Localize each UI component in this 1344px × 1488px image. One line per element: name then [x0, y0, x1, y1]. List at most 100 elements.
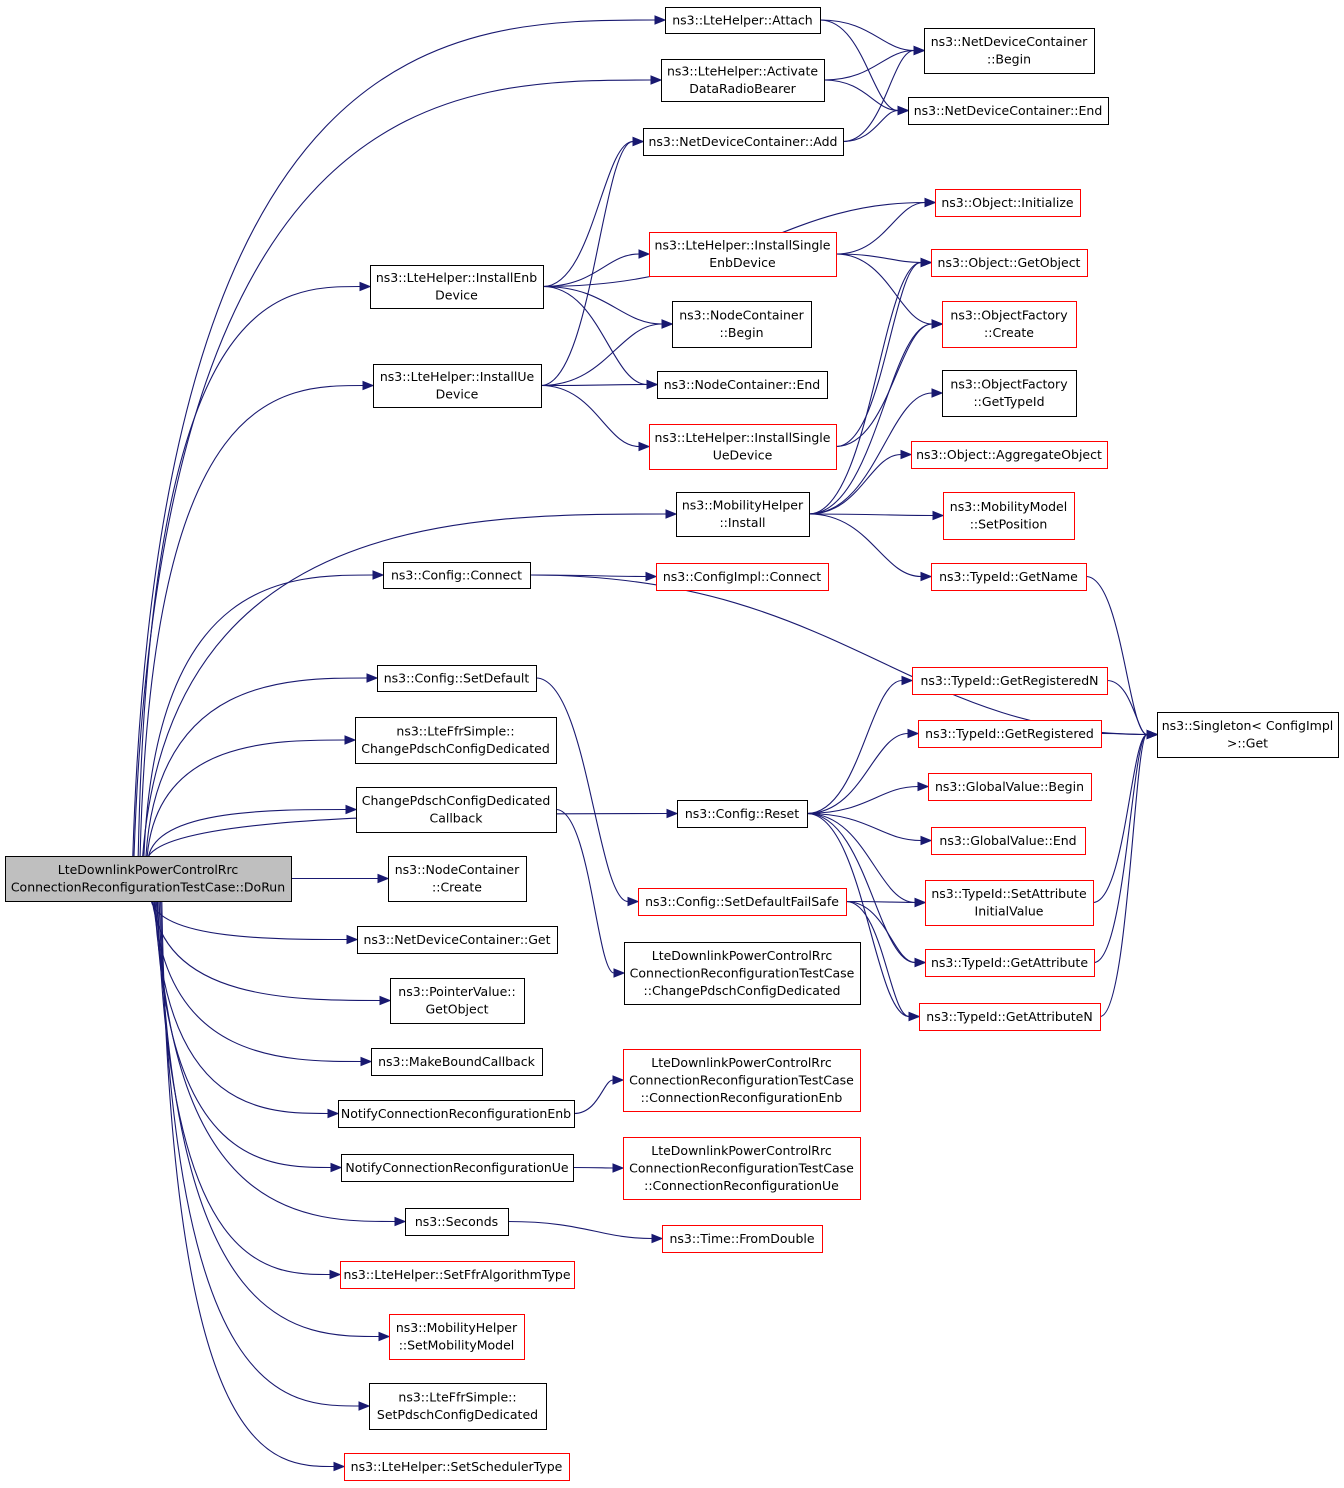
node-gv-begin[interactable]: ns3::GlobalValue::Begin	[928, 773, 1092, 801]
node-box	[931, 563, 1087, 591]
node-ndc-begin[interactable]: ns3::NetDeviceContainer::Begin	[924, 28, 1095, 74]
node-tid-getattr[interactable]: ns3::TypeId::GetAttribute	[925, 949, 1095, 977]
node-label: ConnectionReconfigurationTestCase::DoRun	[11, 880, 285, 895]
node-attach[interactable]: ns3::LteHelper::Attach	[665, 7, 821, 34]
node-obj-aggregate[interactable]: ns3::Object::AggregateObject	[911, 441, 1108, 469]
edge-arrowhead	[329, 1269, 342, 1280]
node-label: ns3::NetDeviceContainer::End	[914, 103, 1103, 118]
node-seconds[interactable]: ns3::Seconds	[405, 1208, 509, 1236]
node-cfgimpl-connect[interactable]: ns3::ConfigImpl::Connect	[656, 563, 829, 591]
node-mob-install[interactable]: ns3::MobilityHelper::Install	[676, 492, 810, 537]
node-ffr-change[interactable]: ns3::LteFfrSimple::ChangePdschConfigDedi…	[355, 717, 557, 764]
node-set-mob-model[interactable]: ns3::MobilityHelper::SetMobilityModel	[389, 1314, 525, 1360]
edge-root-to-ffr-setpdsch	[160, 900, 360, 1407]
node-label: ns3::TypeId::SetAttribute	[931, 886, 1087, 901]
node-root[interactable]: LteDownlinkPowerControlRrcConnectionReco…	[5, 856, 292, 902]
node-box	[912, 667, 1108, 695]
edge-arrowhead	[907, 728, 920, 739]
call-graph-nodes: LteDownlinkPowerControlRrcConnectionReco…	[5, 7, 1339, 1481]
edge-cfg-setdefaultfs-to-tid-getattrn	[845, 900, 910, 1018]
edge-install-single-ue-to-obj-getobject	[835, 261, 922, 448]
node-ndc-get[interactable]: ns3::NetDeviceContainer::Get	[357, 926, 558, 954]
edge-mob-install-to-obj-aggregate	[808, 453, 902, 515]
node-tc-conn-ue[interactable]: LteDownlinkPowerControlRrcConnectionReco…	[623, 1137, 861, 1200]
node-notify-ue[interactable]: NotifyConnectionReconfigurationUe	[341, 1154, 574, 1182]
edge-arrowhead	[917, 781, 930, 792]
node-of-create[interactable]: ns3::ObjectFactory::Create	[942, 301, 1077, 348]
node-ffr-setpdsch[interactable]: ns3::LteFfrSimple::SetPdschConfigDedicat…	[369, 1383, 547, 1430]
node-mm-setposition[interactable]: ns3::MobilityModel::SetPosition	[943, 492, 1075, 540]
node-obj-init[interactable]: ns3::Object::Initialize	[935, 189, 1081, 217]
node-box	[356, 787, 557, 833]
node-label: ConnectionReconfigurationTestCase	[630, 965, 855, 980]
node-label: ns3::TypeId::GetRegisteredN	[920, 673, 1098, 688]
node-cfg-setdefaultfs[interactable]: ns3::Config::SetDefaultFailSafe	[638, 888, 847, 916]
node-box	[643, 128, 844, 156]
node-box	[388, 856, 527, 902]
node-label: ns3::TypeId::GetAttribute	[931, 955, 1088, 970]
node-label: ns3::PointerValue::	[398, 984, 515, 999]
node-tid-getregn[interactable]: ns3::TypeId::GetRegisteredN	[912, 667, 1108, 695]
node-label: ns3::NodeContainer::End	[664, 377, 820, 392]
node-make-cb[interactable]: ns3::MakeBoundCallback	[371, 1048, 543, 1076]
edge-root-to-cfg-setdefault	[145, 677, 368, 857]
node-tc-conn-enb[interactable]: LteDownlinkPowerControlRrcConnectionReco…	[623, 1049, 861, 1112]
edge-attach-to-ndc-begin	[819, 19, 915, 52]
node-cfg-reset[interactable]: ns3::Config::Reset	[677, 800, 808, 828]
node-label: ConnectionReconfigurationTestCase	[629, 1160, 854, 1175]
node-box	[942, 301, 1077, 348]
node-ndc-add[interactable]: ns3::NetDeviceContainer::Add	[643, 128, 844, 156]
edge-arrowhead	[378, 1331, 391, 1342]
edge-seconds-to-time-fromdouble	[507, 1220, 653, 1240]
node-notify-enb[interactable]: NotifyConnectionReconfigurationEnb	[338, 1100, 575, 1128]
edge-arrowhead	[897, 105, 910, 116]
node-gv-end[interactable]: ns3::GlobalValue::End	[931, 827, 1086, 855]
edge-arrowhead	[366, 673, 379, 683]
edge-install-ue-to-nc-begin	[540, 323, 663, 387]
node-label: ns3::MobilityModel	[950, 499, 1067, 514]
edge-root-to-make-cb	[153, 900, 362, 1063]
node-label: ::ChangePdschConfigDedicated	[644, 983, 841, 998]
node-ndc-end[interactable]: ns3::NetDeviceContainer::End	[908, 97, 1109, 125]
node-label: ns3::MakeBoundCallback	[378, 1054, 536, 1069]
node-set-ffr-type[interactable]: ns3::LteHelper::SetFfrAlgorithmType	[340, 1261, 575, 1289]
node-nc-begin[interactable]: ns3::NodeContainer::Begin	[672, 301, 812, 348]
node-box	[672, 301, 812, 348]
node-pv-getobject[interactable]: ns3::PointerValue::GetObject	[390, 978, 525, 1024]
node-box	[935, 189, 1081, 217]
node-label: LteDownlinkPowerControlRrc	[652, 948, 833, 963]
node-tc-change[interactable]: LteDownlinkPowerControlRrcConnectionReco…	[624, 942, 861, 1005]
edge-arrowhead	[900, 449, 913, 460]
node-label: GetObject	[426, 1002, 489, 1017]
node-cfg-connect[interactable]: ns3::Config::Connect	[383, 562, 531, 589]
node-time-fromdouble[interactable]: ns3::Time::FromDouble	[662, 1225, 823, 1253]
node-box	[340, 1261, 575, 1289]
node-cfg-setdefault[interactable]: ns3::Config::SetDefault	[377, 665, 537, 692]
node-nc-end[interactable]: ns3::NodeContainer::End	[657, 371, 828, 399]
edge-mob-install-to-tid-getname	[808, 513, 922, 578]
node-label: ns3::LteHelper::InstallSingle	[655, 430, 831, 445]
node-label: ::SetPosition	[970, 517, 1048, 532]
node-singleton-get[interactable]: ns3::Singleton< ConfigImpl>::Get	[1157, 712, 1339, 758]
node-tid-getattrn[interactable]: ns3::TypeId::GetAttributeN	[919, 1003, 1101, 1031]
node-of-gettypeid[interactable]: ns3::ObjectFactory::GetTypeId	[942, 370, 1077, 417]
edge-cfg-reset-to-tid-getattr	[806, 812, 916, 964]
node-nc-create[interactable]: ns3::NodeContainer::Create	[388, 856, 527, 902]
node-obj-getobject[interactable]: ns3::Object::GetObject	[931, 249, 1088, 277]
edge-tid-getregn-to-singleton-get	[1106, 679, 1148, 736]
node-tid-getname[interactable]: ns3::TypeId::GetName	[931, 563, 1087, 591]
node-tid-getreg[interactable]: ns3::TypeId::GetRegistered	[918, 720, 1102, 748]
edge-root-to-activate	[133, 79, 652, 857]
node-label: NotifyConnectionReconfigurationUe	[345, 1160, 569, 1175]
node-set-sched-type[interactable]: ns3::LteHelper::SetSchedulerType	[344, 1453, 570, 1481]
node-label: ns3::Object::AggregateObject	[916, 447, 1102, 462]
node-box	[661, 59, 825, 102]
node-box	[924, 28, 1095, 74]
